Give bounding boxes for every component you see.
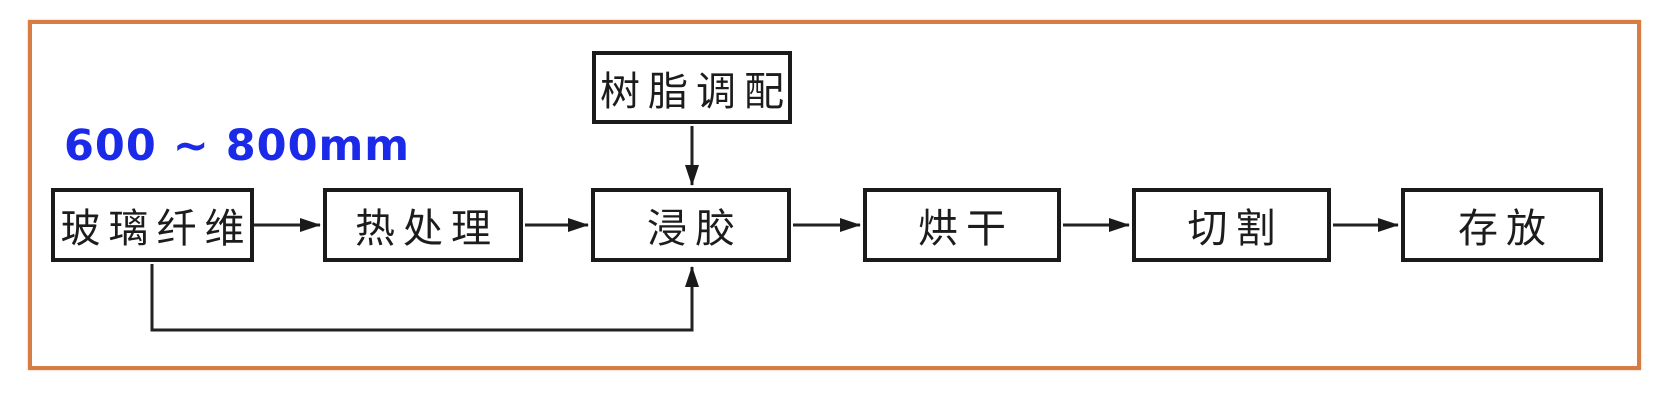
outer-orange-frame (28, 20, 1641, 370)
node-storage-label: 存放 (1458, 206, 1554, 252)
node-glass-fiber: 玻璃纤维 (51, 188, 254, 262)
node-glass-fiber-label: 玻璃纤维 (60, 206, 253, 252)
node-drying-label: 烘干 (918, 206, 1014, 252)
node-cutting: 切割 (1132, 188, 1331, 262)
node-heat-treatment: 热处理 (323, 188, 523, 262)
node-drying: 烘干 (863, 188, 1061, 262)
node-storage: 存放 (1401, 188, 1603, 262)
node-dipping-label: 浸胶 (647, 206, 743, 252)
node-dipping: 浸胶 (591, 188, 791, 262)
width-annotation-label: 600 ~ 800mm (64, 121, 411, 171)
node-heat-treatment-label: 热处理 (355, 206, 499, 252)
node-resin-mixing-label: 树脂调配 (600, 68, 792, 115)
node-cutting-label: 切割 (1187, 206, 1284, 252)
node-resin-mixing: 树脂调配 (592, 51, 792, 124)
